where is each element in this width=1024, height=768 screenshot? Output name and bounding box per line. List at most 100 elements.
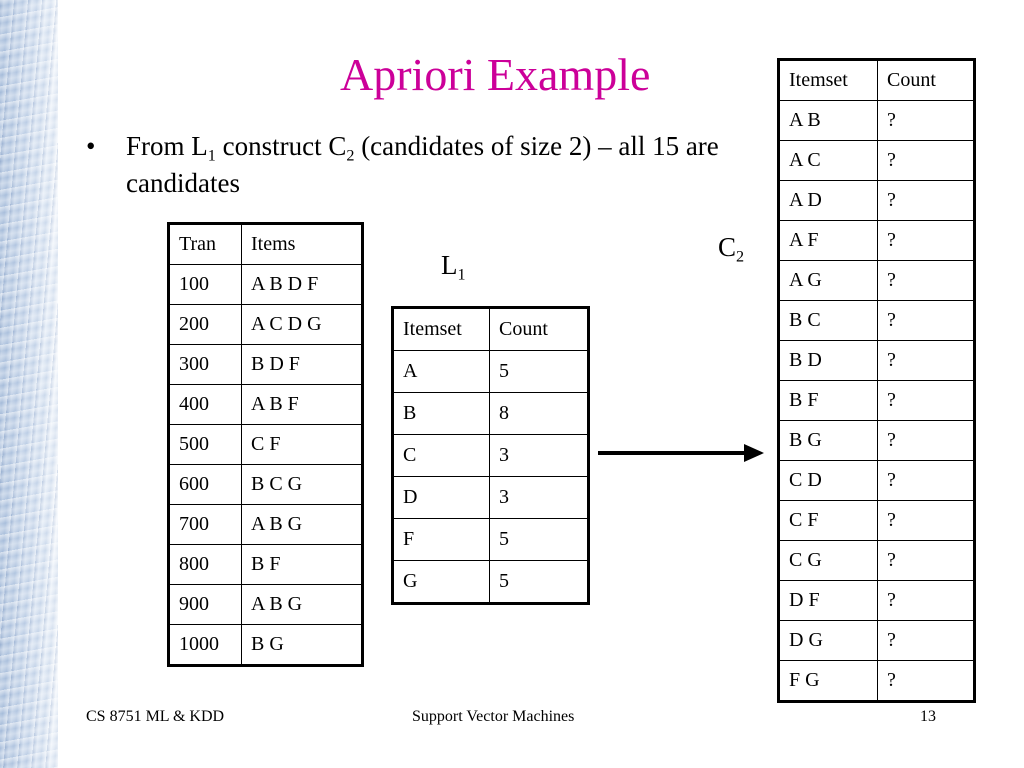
table-cell: B F xyxy=(778,380,878,421)
table-row: B F? xyxy=(778,380,975,421)
table-cell: 5 xyxy=(489,518,589,561)
label-base: C xyxy=(718,232,737,262)
table-header-cell: Itemset xyxy=(392,307,490,351)
footer-page-number: 13 xyxy=(920,708,936,725)
table-cell: A B G xyxy=(241,584,363,625)
table-row: A D? xyxy=(778,180,975,221)
table-cell: 900 xyxy=(168,584,242,625)
decorative-side-strip xyxy=(0,0,58,768)
table-row: C G? xyxy=(778,540,975,581)
label-subscript: 1 xyxy=(457,265,466,284)
table-cell: ? xyxy=(877,300,975,341)
table-cell: 5 xyxy=(489,560,589,604)
table-cell: 8 xyxy=(489,392,589,435)
subscript: 2 xyxy=(346,146,355,165)
table-cell: D F xyxy=(778,580,878,621)
table-cell: 400 xyxy=(168,384,242,425)
table-header-cell: Items xyxy=(241,223,363,265)
table-cell: ? xyxy=(877,260,975,301)
table-cell: C F xyxy=(241,424,363,465)
table-cell: A C xyxy=(778,140,878,181)
table-cell: B D F xyxy=(241,344,363,385)
table-cell: ? xyxy=(877,180,975,221)
table-row: C D? xyxy=(778,460,975,501)
footer-course: CS 8751 ML & KDD xyxy=(86,708,225,725)
table-row: C F? xyxy=(778,500,975,541)
table-cell: ? xyxy=(877,500,975,541)
table-header-cell: Tran xyxy=(168,223,242,265)
table-cell: ? xyxy=(877,220,975,261)
table-cell: 200 xyxy=(168,304,242,345)
table-row: A G? xyxy=(778,260,975,301)
arrow-right-icon xyxy=(598,444,764,462)
table-cell: B xyxy=(392,392,490,435)
table-row: D G? xyxy=(778,620,975,661)
bullet-text-part: (candidates of size 2) – all 15 are cand… xyxy=(126,131,719,198)
table-cell: F xyxy=(392,518,490,561)
table-cell: G xyxy=(392,560,490,604)
table-cell: 300 xyxy=(168,344,242,385)
table-cell: 700 xyxy=(168,504,242,545)
table-cell: B D xyxy=(778,340,878,381)
table-cell: ? xyxy=(877,340,975,381)
table-cell: ? xyxy=(877,140,975,181)
table-row: B D? xyxy=(778,340,975,381)
table-cell: ? xyxy=(877,540,975,581)
table-cell: A B xyxy=(778,100,878,141)
table-cell: A F xyxy=(778,220,878,261)
table-cell: ? xyxy=(877,460,975,501)
table-cell: A B D F xyxy=(241,264,363,305)
table-cell: B C xyxy=(778,300,878,341)
slide-title: Apriori Example xyxy=(340,49,651,100)
table-cell: C D xyxy=(778,460,878,501)
l1-label: L1 xyxy=(441,250,466,284)
table-cell: ? xyxy=(877,620,975,661)
table-row: A C? xyxy=(778,140,975,181)
table-cell: 5 xyxy=(489,350,589,393)
table-cell: A D xyxy=(778,180,878,221)
table-row: B C? xyxy=(778,300,975,341)
subscript: 1 xyxy=(207,146,216,165)
table-cell: A G xyxy=(778,260,878,301)
table-cell: ? xyxy=(877,660,975,702)
table-cell: C F xyxy=(778,500,878,541)
bullet-text-part: construct C xyxy=(215,131,347,161)
table-cell: D xyxy=(392,476,490,519)
bullet-symbol: • xyxy=(86,131,96,161)
table-cell: B G xyxy=(241,624,363,666)
table-header-cell: Count xyxy=(489,307,589,351)
c2-label: C2 xyxy=(718,232,744,265)
label-base: L xyxy=(441,250,458,280)
table-cell: B C G xyxy=(241,464,363,505)
table-row: A F? xyxy=(778,220,975,261)
table-header-cell: Count xyxy=(877,59,975,101)
table-cell: 100 xyxy=(168,264,242,305)
table-cell: ? xyxy=(877,420,975,461)
table-header-cell: Itemset xyxy=(778,59,878,101)
table-row: B G? xyxy=(778,420,975,461)
table-cell: 3 xyxy=(489,476,589,519)
table-cell: F G xyxy=(778,660,878,702)
table-row: A B? xyxy=(778,100,975,141)
table-cell: D G xyxy=(778,620,878,661)
table-cell: A xyxy=(392,350,490,393)
table-cell: ? xyxy=(877,580,975,621)
